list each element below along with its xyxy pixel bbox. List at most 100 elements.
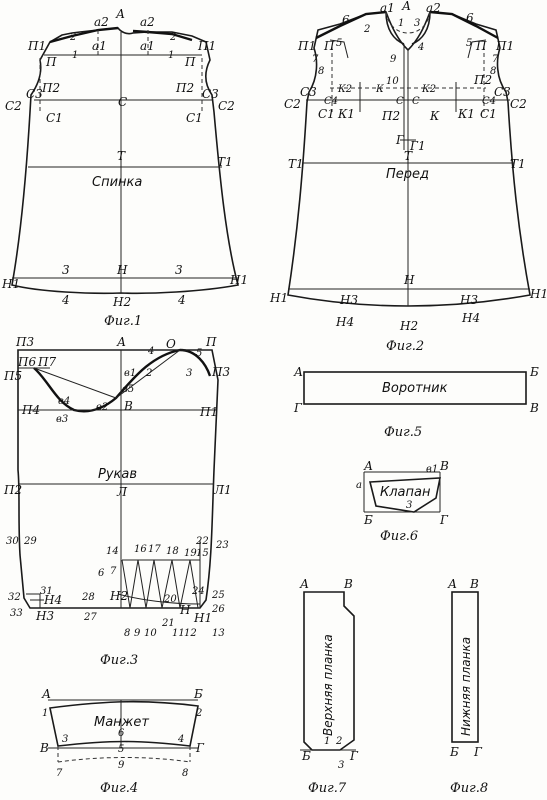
fig1-label: А <box>115 7 125 21</box>
fig7-label: Г <box>349 749 359 763</box>
fig1-label: Н2 <box>112 295 131 309</box>
fig2-label: 5 <box>336 38 342 49</box>
fig6-label: А <box>363 459 373 473</box>
fig3-label: 32 <box>8 592 21 603</box>
fig6-label: В <box>439 459 449 473</box>
fig3-label: Н1 <box>193 611 212 625</box>
fig5-title: Воротник <box>382 381 448 396</box>
fig3-label: 19 <box>184 548 197 559</box>
fig2-label: К1 <box>457 107 475 121</box>
fig5-caption: Фиг.5 <box>384 425 422 440</box>
fig3-label: 8 <box>124 628 130 639</box>
fig3-label: 27 <box>83 612 97 623</box>
fig3-label: 26 <box>211 604 225 615</box>
fig3-label: 6 <box>98 568 105 579</box>
fig3-label: Н2 <box>109 589 128 603</box>
fig2-label: Н3 <box>459 293 478 307</box>
fig1-label: Н <box>116 263 128 277</box>
fig2-label: Т <box>404 149 413 163</box>
fig3-label: Л1 <box>213 483 232 497</box>
fig2-shoulder-left <box>315 10 387 40</box>
fig2-label: С3 <box>494 85 511 99</box>
fig3-zigzag <box>121 559 199 609</box>
fig3-outline <box>17 349 219 609</box>
fig7-label: А <box>299 577 309 591</box>
fig2-label: 2 <box>363 24 370 35</box>
fig8-label: Г <box>473 745 483 759</box>
fig3-label: П <box>205 335 217 349</box>
fig6-label: а <box>356 480 362 491</box>
fig3-label: П4 <box>21 403 40 417</box>
fig5-outline <box>303 371 527 405</box>
fig3-label: 13 <box>212 628 225 639</box>
fig2-label: 7 <box>492 54 499 65</box>
fig5-label: В <box>529 401 539 415</box>
fig3-label: 2 <box>145 368 152 379</box>
fig2-label: 10 <box>386 76 399 87</box>
fig3-bottom-left <box>26 593 41 608</box>
fig4-label: Г <box>195 741 205 755</box>
fig8-label: В <box>469 577 479 591</box>
fig2-label: К2 <box>337 84 352 95</box>
fig1-label: 4 <box>61 293 70 307</box>
fig2-label: 3 <box>414 18 420 29</box>
fig1-back-pattern: П1 П 2 1 а2 а1 А а2 а1 2 1 П П1 П2 П2 С3… <box>1 7 248 329</box>
fig3-label: 17 <box>148 544 161 555</box>
fig2-label: С1 <box>480 107 497 121</box>
fig2-label: 1 <box>398 18 404 29</box>
fig1-label: Т <box>117 149 126 163</box>
fig7-title: Верхняя планка <box>321 634 335 736</box>
fig6-flap-pattern: А а в1 В Клапан 3 Б Г Фиг.6 <box>356 459 449 544</box>
fig2-label: К <box>429 109 440 123</box>
fig2-label: П2 <box>473 73 492 87</box>
fig1-label: С3 <box>202 87 219 101</box>
fig3-label: П7 <box>37 355 56 369</box>
fig7-label: 2 <box>335 736 342 747</box>
fig3-label: 18 <box>166 546 179 557</box>
fig8-lower-placket-pattern: А В Нижняя планка Б Г Фиг.8 <box>447 577 488 796</box>
fig3-label: П3 <box>211 365 230 379</box>
fig1-label: 2 <box>69 32 76 43</box>
fig3-label: в2 <box>96 402 108 413</box>
fig6-label: в1 <box>426 464 438 475</box>
fig4-label: 6 <box>118 728 125 739</box>
fig5-label: Б <box>529 365 539 379</box>
fig2-label: Т1 <box>288 157 304 171</box>
fig3-caption: Фиг.3 <box>100 653 138 668</box>
fig1-label: С1 <box>186 111 203 125</box>
fig1-label: Н1 <box>1 277 20 291</box>
fig1-label: Н1 <box>229 273 248 287</box>
fig7-upper-placket-pattern: А В Верхняя планка 1 2 Б 3 Г Фиг.7 <box>299 577 359 796</box>
fig2-guide-right <box>467 39 487 59</box>
fig2-label: К <box>375 84 384 95</box>
fig3-label: 33 <box>10 608 23 619</box>
fig1-title: Спинка <box>92 175 142 190</box>
fig3-label: 7 <box>110 566 117 577</box>
fig2-label: 6 <box>466 11 474 25</box>
fig3-sleeve-pattern: П3 А О П П6 П7 П5 П3 4 5 2 3 в1 в5 в4 в2… <box>3 335 232 668</box>
fig3-label: в5 <box>122 384 134 395</box>
fig3-label: П5 <box>3 369 22 383</box>
fig4-cuff-pattern: А Б 1 2 3 4 6 5 Манжет В Г 7 9 8 Фиг.4 <box>39 687 205 796</box>
fig2-label: С2 <box>284 97 301 111</box>
fig1-label: П1 <box>27 39 46 53</box>
fig4-title: Манжет <box>94 715 149 730</box>
fig3-title: Рукав <box>98 467 137 482</box>
fig4-outline <box>49 700 199 747</box>
fig3-h2-curve <box>117 593 201 605</box>
fig3-label: Н3 <box>35 609 54 623</box>
fig3-label: П3 <box>15 335 34 349</box>
fig3-label: 9 <box>134 628 141 639</box>
fig1-label: 1 <box>168 50 174 61</box>
fig2-label: 5 <box>466 38 472 49</box>
fig3-label: А <box>116 335 126 349</box>
fig1-shoulder-right <box>132 29 193 42</box>
fig8-label: Б <box>449 745 459 759</box>
fig1-outline <box>11 27 239 295</box>
fig3-cap-chord <box>115 349 181 399</box>
fig3-label: 23 <box>215 540 229 551</box>
fig3-label: 14 <box>106 546 119 557</box>
fig7-label: 3 <box>338 760 344 771</box>
